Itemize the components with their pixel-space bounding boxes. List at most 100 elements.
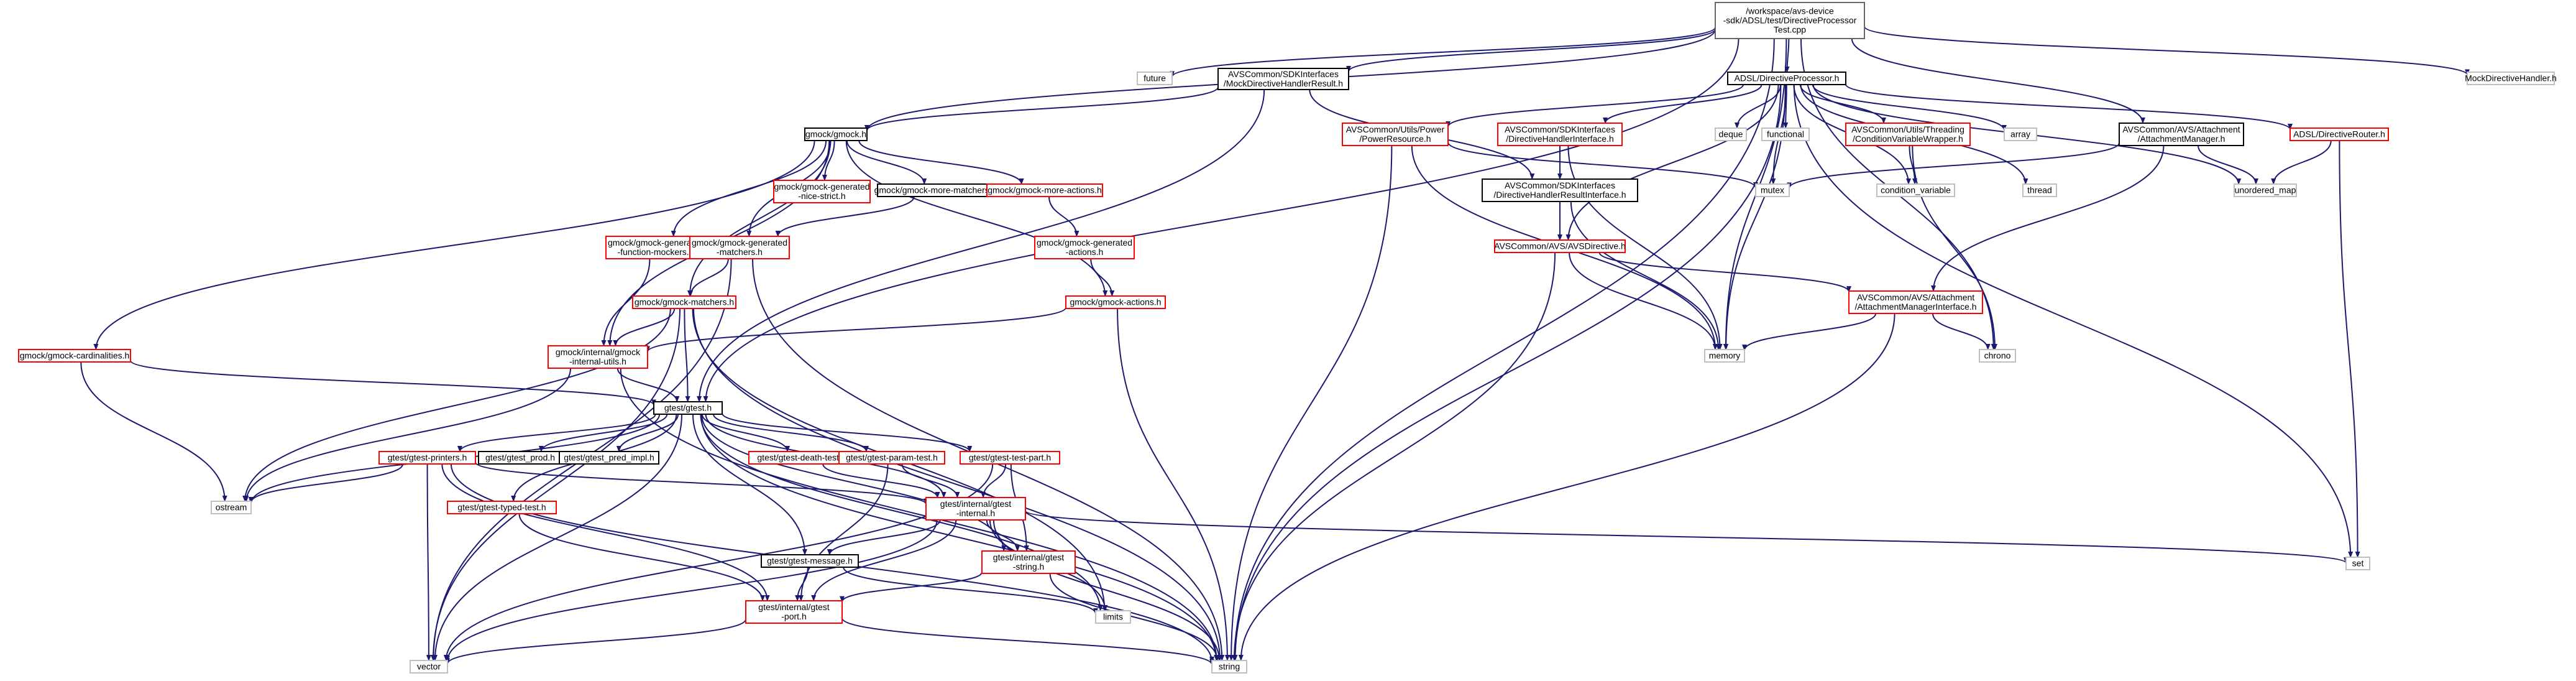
edge-message-to-limits [843, 567, 1098, 614]
edge-root-to-gtest [703, 38, 1739, 402]
edge-gmock-to-nicestrict [822, 140, 835, 181]
node-port[interactable]: gtest/internal/gtest-port.h [745, 600, 843, 624]
edge-gtest-to-string [700, 414, 1219, 661]
node-box [689, 236, 790, 259]
node-thread: thread [2022, 183, 2057, 197]
edge-gmockutils-to-gtest [616, 368, 680, 402]
node-box [773, 180, 871, 203]
node-label: gmock/gmock-cardinalities.h [20, 351, 130, 361]
node-predimpl[interactable]: gtest/gtest_pred_impl.h [559, 451, 659, 465]
edge-ginternal-to-set [1025, 510, 2349, 564]
node-moreactions[interactable]: gmock/gmock-more-actions.h [986, 183, 1103, 197]
node-avsdir[interactable]: AVSCommon/AVS/AVSDirective.h [1494, 239, 1626, 253]
node-label: thread [2027, 185, 2052, 195]
edge-layer [80, 26, 2470, 665]
node-limits: limits [1095, 610, 1131, 624]
node-gtest[interactable]: gtest/gtest.h [653, 401, 723, 415]
edge-moreactions-to-genactions [1048, 196, 1079, 237]
node-label: AVSCommon/AVS/Attachment [2122, 124, 2240, 134]
edge-dp-to-functional [1783, 84, 1789, 129]
edge-gtest-to-limits [700, 414, 1103, 611]
edge-ginternal-to-string [992, 519, 1222, 661]
node-matchers[interactable]: gmock/gmock-matchers.h [632, 295, 736, 309]
node-label: AVSCommon/SDKInterfaces [1505, 180, 1615, 190]
node-router[interactable]: ADSL/DirectiveRouter.h [2290, 127, 2389, 141]
node-label: /DirectiveHandlerInterface.h [1506, 134, 1614, 144]
edge-gmock-to-actions [845, 140, 1108, 297]
node-label: array [2010, 129, 2030, 139]
node-paramtest[interactable]: gtest/gtest-param-test.h [838, 451, 945, 465]
node-box [2345, 557, 2370, 570]
node-label: gtest/gtest-typed-test.h [457, 503, 546, 512]
edge-router-to-set [2339, 140, 2360, 558]
node-label: AVSCommon/Utils/Power [1346, 124, 1445, 134]
node-box [986, 183, 1103, 197]
node-label: MockDirectiveHandler.h [2465, 73, 2557, 83]
node-box [1065, 295, 1166, 309]
edge-root-to-mockhandler [1864, 26, 2470, 76]
edge-gtest-to-vector [433, 414, 682, 661]
edge-gtest-to-testpart [722, 413, 973, 452]
node-root[interactable]: /workspace/avs-device-sdk/ADSL/test/Dire… [1715, 2, 1865, 39]
node-morematchers[interactable]: gmock/gmock-more-matchers.h [874, 183, 997, 197]
node-gstring[interactable]: gtest/internal/gtest-string.h [981, 550, 1076, 574]
edge-dp-to-avsdir [1565, 84, 1779, 241]
node-box [2290, 127, 2389, 141]
node-box [211, 501, 252, 514]
node-mockres[interactable]: AVSCommon/SDKInterfaces/MockDirectiveHan… [1217, 68, 1349, 90]
node-deathtest[interactable]: gtest/gtest-death-test.h [748, 451, 855, 465]
node-functional: functional [1761, 127, 1810, 141]
node-printers[interactable]: gtest/gtest-printers.h [378, 451, 476, 465]
node-dhi[interactable]: AVSCommon/SDKInterfaces/DirectiveHandler… [1497, 123, 1623, 146]
node-dp[interactable]: ADSL/DirectiveProcessor.h [1727, 72, 1846, 85]
node-label: gtest/gtest-param-test.h [846, 453, 938, 463]
node-actions[interactable]: gmock/gmock-actions.h [1065, 295, 1166, 309]
node-label: gtest/gtest-message.h [767, 556, 853, 566]
node-box [804, 127, 868, 141]
node-box [1217, 68, 1349, 90]
node-attmgr[interactable]: AVSCommon/AVS/Attachment/AttachmentManag… [2119, 123, 2244, 146]
node-box [18, 349, 131, 363]
node-gmock[interactable]: gmock/gmock.h [804, 127, 868, 141]
node-powerres[interactable]: AVSCommon/Utils/Power/PowerResource.h [1342, 123, 1449, 146]
node-label: vector [417, 662, 441, 672]
node-ami[interactable]: AVSCommon/AVS/Attachment/AttachmentManag… [1848, 290, 1983, 314]
node-label: gmock/gmock-actions.h [1070, 297, 1161, 307]
node-label: string [1219, 662, 1240, 672]
edge-port-to-vector [445, 619, 746, 665]
node-label: ADSL/DirectiveRouter.h [2293, 129, 2385, 139]
node-box [960, 451, 1060, 465]
node-genmatchers[interactable]: gmock/gmock-generated-matchers.h [689, 236, 790, 259]
node-label: gmock/internal/gmock [556, 347, 641, 357]
edge-cardinalities-to-gtest [130, 359, 656, 406]
node-box [2119, 123, 2244, 146]
node-prod[interactable]: gtest/gtest_prod.h [478, 451, 562, 465]
node-genactions[interactable]: gmock/gmock-generated-actions.h [1034, 236, 1135, 259]
edge-ami-to-string [1238, 313, 1895, 661]
node-box [1497, 123, 1623, 146]
node-label: ADSL/DirectiveProcessor.h [1735, 73, 1840, 83]
node-dhri[interactable]: AVSCommon/SDKInterfaces/DirectiveHandler… [1482, 178, 1638, 202]
node-cvw[interactable]: AVSCommon/Utils/Threading/ConditionVaria… [1845, 123, 1971, 146]
node-box [410, 660, 448, 674]
node-gmockutils[interactable]: gmock/internal/gmock-internal-utils.h [548, 345, 648, 369]
node-box [1482, 178, 1638, 202]
edge-root-to-dp [1784, 38, 1790, 73]
node-box [2234, 183, 2297, 197]
node-funcmockers[interactable]: gmock/gmock-generated-function-mockers.h [605, 236, 706, 259]
node-message[interactable]: gtest/gtest-message.h [761, 554, 859, 568]
node-box [653, 401, 723, 415]
edge-gtest-to-message [692, 414, 807, 555]
edge-gtest-to-printers [457, 414, 656, 452]
node-box [745, 600, 843, 624]
node-nicestrict[interactable]: gmock/gmock-generated-nice-strict.h [773, 180, 871, 203]
node-layer: /workspace/avs-device-sdk/ADSL/test/Dire… [18, 2, 2557, 674]
node-cardinalities[interactable]: gmock/gmock-cardinalities.h [18, 349, 131, 363]
node-box [1137, 72, 1173, 85]
edge-mockres-to-gtest [697, 89, 1265, 402]
edge-genmatchers-to-matchers [688, 258, 729, 297]
edge-cvw-to-condvar [1909, 145, 1918, 185]
node-testpart[interactable]: gtest/gtest-test-part.h [960, 451, 1060, 465]
node-ginternal[interactable]: gtest/internal/gtest-internal.h [925, 497, 1026, 521]
node-typedtest[interactable]: gtest/gtest-typed-test.h [447, 501, 557, 514]
